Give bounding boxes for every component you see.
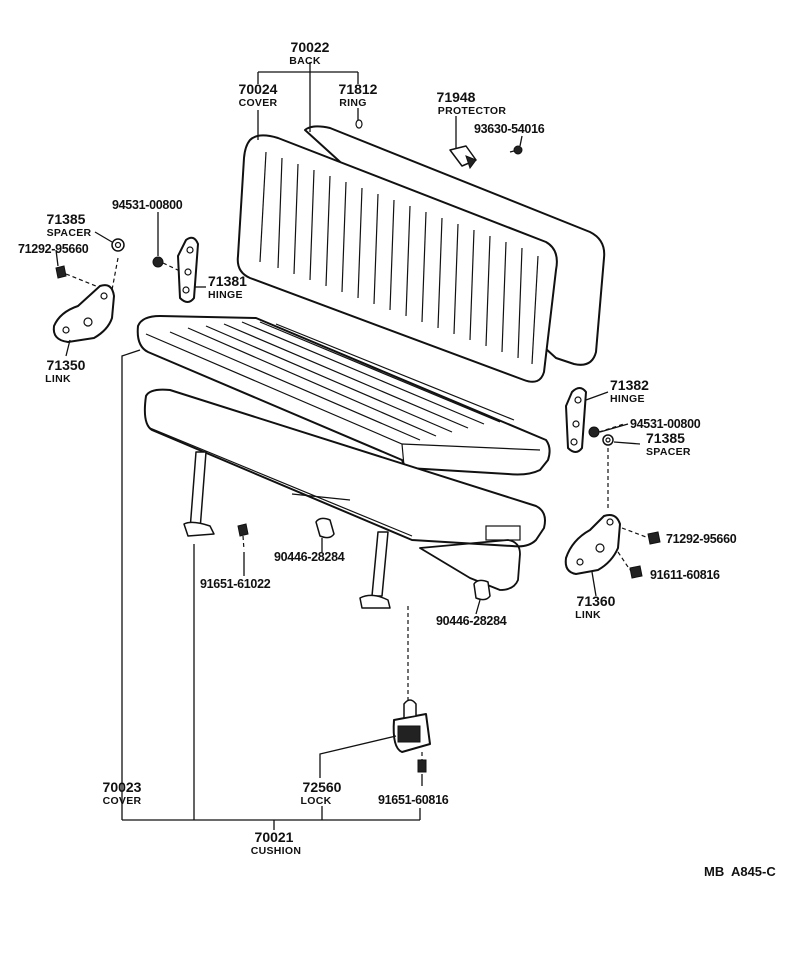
label-bolt-91651-lock: 91651-60816	[378, 793, 449, 807]
label-back: 70022 BACK	[289, 39, 329, 67]
ring-part	[355, 119, 363, 129]
link-left-part	[52, 284, 115, 343]
bolt-91651-lock-part	[417, 759, 427, 773]
leader-lines	[55, 62, 641, 830]
label-cushion-pad-right: 90446-28284	[436, 614, 507, 628]
label-spacer-left-number: 71385	[47, 211, 86, 227]
label-nut-94531-right: 94531-00800	[630, 417, 701, 431]
seat-cushion-cover	[136, 315, 551, 476]
label-link-left-name: LINK	[45, 373, 71, 385]
nut-94531-left-part	[152, 256, 164, 268]
label-cushion-pad-left: 90446-28284	[274, 550, 345, 564]
label-back-cover: 70024 COVER	[239, 81, 278, 109]
label-bolt-91651-left: 91651-61022	[200, 577, 271, 591]
label-hinge-left-name: HINGE	[208, 289, 243, 301]
label-cushion-cover-name: COVER	[103, 795, 142, 807]
lock-part	[392, 699, 431, 753]
label-nut-94531-right-number: 94531-00800	[630, 417, 701, 431]
label-link-right: 71360 LINK	[575, 593, 616, 621]
label-hinge-left-number: 71381	[208, 273, 247, 289]
label-hinge-left: 71381 HINGE	[208, 273, 247, 301]
bolt-91611-part	[629, 565, 643, 579]
label-protector-number: 71948	[437, 89, 476, 105]
label-back-number: 70022	[291, 39, 330, 55]
label-bolt-91651-lock-number: 91651-60816	[378, 793, 449, 807]
link-right-part	[564, 514, 621, 575]
label-back-name: BACK	[289, 55, 321, 67]
label-bolt-91651-left-number: 91651-61022	[200, 577, 271, 591]
seat-back-cushion	[236, 134, 558, 383]
label-bolt-91611-number: 91611-60816	[650, 568, 720, 582]
label-spacer-left: 71385 SPACER	[47, 211, 92, 239]
hinge-right-part	[565, 387, 587, 453]
label-cushion-pad-left-number: 90446-28284	[274, 550, 345, 564]
label-link-right-number: 71360	[577, 593, 616, 609]
bolt-71292-right-part	[647, 531, 661, 545]
label-nut-94531-left-number: 94531-00800	[112, 198, 183, 212]
label-bolt-71292-right: 71292-95660	[666, 532, 737, 546]
label-bolt-71292-left: 71292-95660	[18, 242, 89, 256]
spacer-right-part	[602, 434, 614, 446]
label-cushion-cover-number: 70023	[103, 779, 142, 795]
label-spacer-left-name: SPACER	[47, 227, 92, 239]
protector-part	[449, 145, 477, 170]
label-bolt-91611: 91611-60816	[650, 568, 720, 582]
diagram-code: MB A845-C	[704, 864, 776, 879]
label-protector-name: PROTECTOR	[438, 105, 507, 117]
seat-cushion-frame	[143, 388, 546, 548]
label-cushion-pad-right-number: 90446-28284	[436, 614, 507, 628]
bolt-91651-left-part	[237, 523, 249, 551]
label-lock-name: LOCK	[301, 795, 332, 807]
label-spacer-right-name: SPACER	[646, 446, 691, 458]
label-hinge-right: 71382 HINGE	[610, 377, 649, 405]
label-protector: 71948 PROTECTOR	[437, 89, 507, 117]
label-ring-name: RING	[339, 97, 366, 109]
bolt-71292-left-part	[55, 265, 67, 279]
label-bolt-71292-left-number: 71292-95660	[18, 242, 89, 256]
label-cushion-name: CUSHION	[251, 845, 302, 857]
label-lock-number: 72560	[303, 779, 342, 795]
left-assembly-dashed-leaders	[65, 257, 183, 291]
cushion-pad-right-part	[473, 579, 491, 601]
label-lock: 72560 LOCK	[301, 779, 342, 807]
nut-94531-right-part	[588, 426, 600, 438]
spacer-left-part	[111, 238, 125, 252]
label-back-cover-number: 70024	[239, 81, 278, 97]
label-back-cover-name: COVER	[239, 97, 278, 109]
label-hinge-right-name: HINGE	[610, 393, 645, 405]
label-cushion: 70021 CUSHION	[251, 829, 302, 857]
label-hinge-right-number: 71382	[610, 377, 649, 393]
label-screw-93630: 93630-54016	[474, 122, 545, 136]
label-nut-94531-left: 94531-00800	[112, 198, 183, 212]
label-ring-number: 71812	[339, 81, 378, 97]
label-link-left-number: 71350	[47, 357, 86, 373]
label-cushion-cover: 70023 COVER	[103, 779, 142, 807]
label-spacer-right-number: 71385	[646, 430, 685, 446]
lock-dashed-leader	[407, 606, 423, 760]
label-screw-93630-number: 93630-54016	[474, 122, 545, 136]
cushion-pad-left-part	[315, 517, 335, 539]
frame-legs	[183, 451, 521, 609]
label-ring: 71812 RING	[339, 81, 378, 109]
screw-93630-part	[509, 145, 523, 155]
label-link-right-name: LINK	[575, 609, 601, 621]
label-cushion-number: 70021	[255, 829, 294, 845]
hinge-left-part	[177, 236, 199, 303]
label-spacer-right: 71385 SPACER	[646, 430, 691, 458]
label-link-left: 71350 LINK	[45, 357, 86, 385]
label-bolt-71292-right-number: 71292-95660	[666, 532, 737, 546]
right-assembly-dashed-leaders	[598, 423, 647, 571]
